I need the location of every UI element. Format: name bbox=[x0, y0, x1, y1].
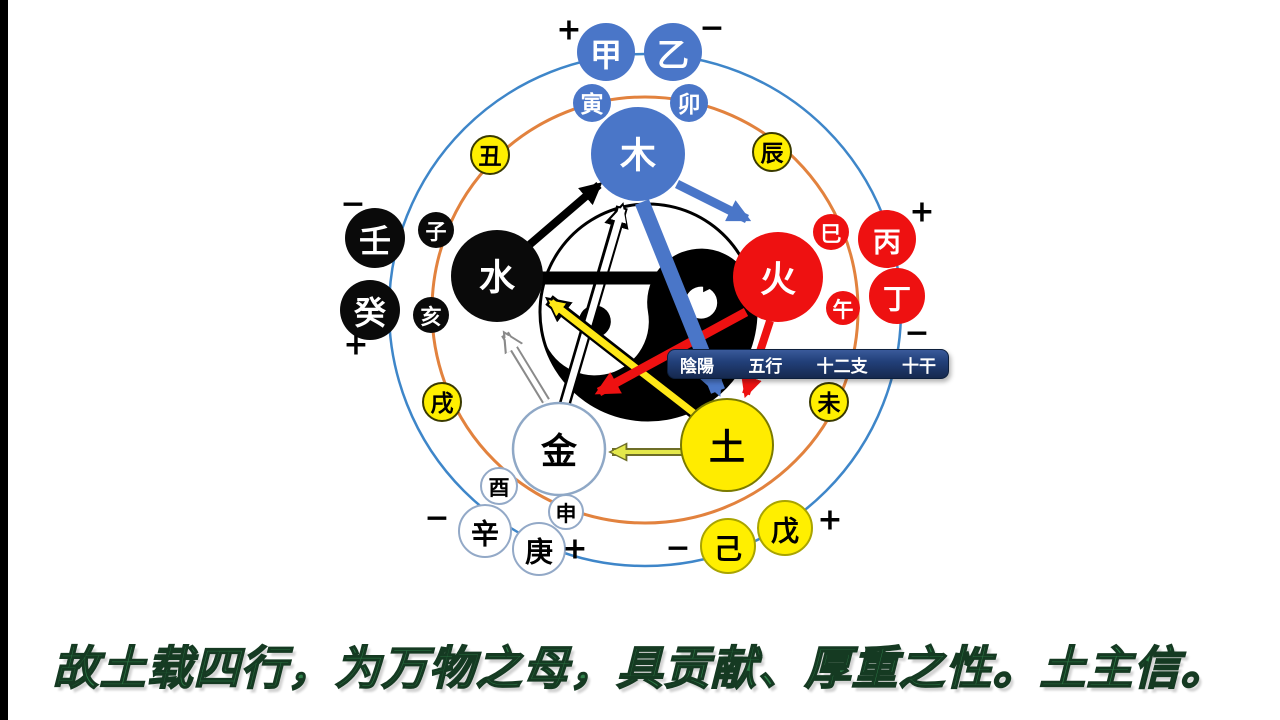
element-fire-circle bbox=[733, 232, 823, 322]
stem-wu-circle bbox=[757, 500, 813, 556]
labels: 木 水 火 土 金 甲 乙 丙 丁 戊 己 庚 辛 壬 癸 寅 卯 辰 巳 午 … bbox=[353, 36, 911, 569]
stem-yi-circle bbox=[644, 23, 702, 81]
branch-chen-label: 辰 bbox=[761, 141, 784, 167]
arrow-metal-generates-water bbox=[504, 334, 549, 403]
minus-sign-ji: − bbox=[665, 531, 690, 566]
stem-xin-circle bbox=[458, 504, 512, 558]
polarity-signs: + − + − + − + − − + bbox=[340, 11, 934, 567]
legend-item-wuxing: 五行 bbox=[748, 356, 783, 377]
plus-sign-bing: + bbox=[909, 195, 934, 230]
branch-wu-label: 午 bbox=[833, 298, 854, 322]
arrow-wood-generates-fire bbox=[674, 179, 752, 224]
branch-xu-circle bbox=[422, 382, 462, 422]
stem-gui-label: 癸 bbox=[353, 294, 387, 332]
stem-ding-label: 丁 bbox=[883, 283, 911, 316]
branch-you-circle bbox=[480, 467, 518, 505]
caption-text: 故土载四行，为万物之母，具贡献、厚重之性。土主信。 bbox=[52, 640, 1228, 696]
branch-you-label: 酉 bbox=[489, 476, 510, 500]
element-metal-label: 金 bbox=[540, 431, 578, 473]
stem-wu-label: 戊 bbox=[771, 515, 799, 548]
branch-chou-label: 丑 bbox=[479, 144, 502, 170]
stem-geng-circle bbox=[512, 522, 566, 576]
branch-hai-label: 亥 bbox=[421, 305, 442, 329]
wuxing-svg: 木 水 火 土 金 甲 乙 丙 丁 戊 己 庚 辛 壬 癸 寅 卯 辰 巳 午 … bbox=[340, 11, 935, 576]
stem-ji-label: 己 bbox=[714, 533, 742, 566]
arrow-earth-overcomes-water bbox=[548, 299, 702, 420]
stem-ren-label: 壬 bbox=[359, 222, 391, 260]
branch-mao-circle bbox=[670, 84, 708, 122]
minus-sign-ren: − bbox=[340, 187, 365, 222]
plus-sign-gui: + bbox=[343, 328, 368, 363]
stem-ji-circle bbox=[700, 518, 756, 574]
arrow-metal-overcomes-wood bbox=[554, 205, 627, 428]
heavenly-stems bbox=[340, 23, 925, 576]
legend-item-branches: 十二支 bbox=[816, 356, 868, 377]
branch-si-label: 巳 bbox=[821, 222, 842, 246]
stem-geng-label: 庚 bbox=[525, 536, 553, 569]
branch-yin-label: 寅 bbox=[581, 91, 604, 118]
stem-bing-label: 丙 bbox=[873, 226, 901, 259]
branch-mao-label: 卯 bbox=[678, 92, 701, 118]
branch-si-circle bbox=[813, 214, 849, 250]
legend-bar: 陰陽 五行 十二支 十干 bbox=[667, 349, 949, 379]
stem-ren-circle bbox=[345, 208, 405, 268]
minus-sign-xin: − bbox=[424, 501, 449, 536]
minus-sign-yi: − bbox=[699, 11, 724, 46]
stem-gui-circle bbox=[340, 280, 400, 340]
plus-sign-wu: + bbox=[817, 503, 842, 538]
stem-bing-circle bbox=[858, 210, 916, 268]
stem-xin-label: 辛 bbox=[471, 518, 499, 551]
element-fire-label: 火 bbox=[760, 260, 796, 301]
stem-ding-circle bbox=[869, 268, 925, 324]
branch-wei-circle bbox=[809, 382, 849, 422]
plus-sign-jia: + bbox=[556, 13, 581, 48]
five-elements bbox=[451, 107, 823, 497]
left-edge-bar bbox=[0, 0, 8, 720]
plus-sign-geng: + bbox=[562, 532, 587, 567]
element-earth-label: 土 bbox=[709, 428, 745, 469]
earthly-branches bbox=[413, 84, 860, 530]
branch-zi-label: 子 bbox=[426, 220, 447, 244]
branch-wu-circle bbox=[826, 291, 860, 325]
branch-yin-circle bbox=[573, 84, 611, 122]
minus-sign-ding: − bbox=[904, 316, 929, 351]
stem-yi-label: 乙 bbox=[657, 36, 689, 74]
branch-shen-label: 申 bbox=[556, 502, 577, 526]
arrow-water-generates-wood bbox=[518, 181, 603, 256]
element-wood-circle bbox=[591, 107, 685, 201]
branch-chen-circle bbox=[752, 132, 792, 172]
element-water-label: 水 bbox=[479, 258, 516, 299]
branch-wei-label: 未 bbox=[818, 391, 841, 417]
stem-jia-label: 甲 bbox=[590, 36, 622, 74]
element-water-circle bbox=[451, 230, 543, 322]
element-wood-label: 木 bbox=[620, 136, 656, 177]
branch-zi-circle bbox=[418, 212, 454, 248]
element-metal-circle bbox=[511, 401, 607, 497]
legend-item-yinyang: 陰陽 bbox=[680, 356, 714, 377]
legend-item-stems: 十干 bbox=[901, 356, 936, 377]
branch-chou-circle bbox=[470, 135, 510, 175]
stem-jia-circle bbox=[577, 23, 635, 81]
branch-hai-circle bbox=[413, 297, 449, 333]
branch-xu-label: 戌 bbox=[431, 391, 454, 417]
element-earth-circle bbox=[680, 398, 774, 492]
